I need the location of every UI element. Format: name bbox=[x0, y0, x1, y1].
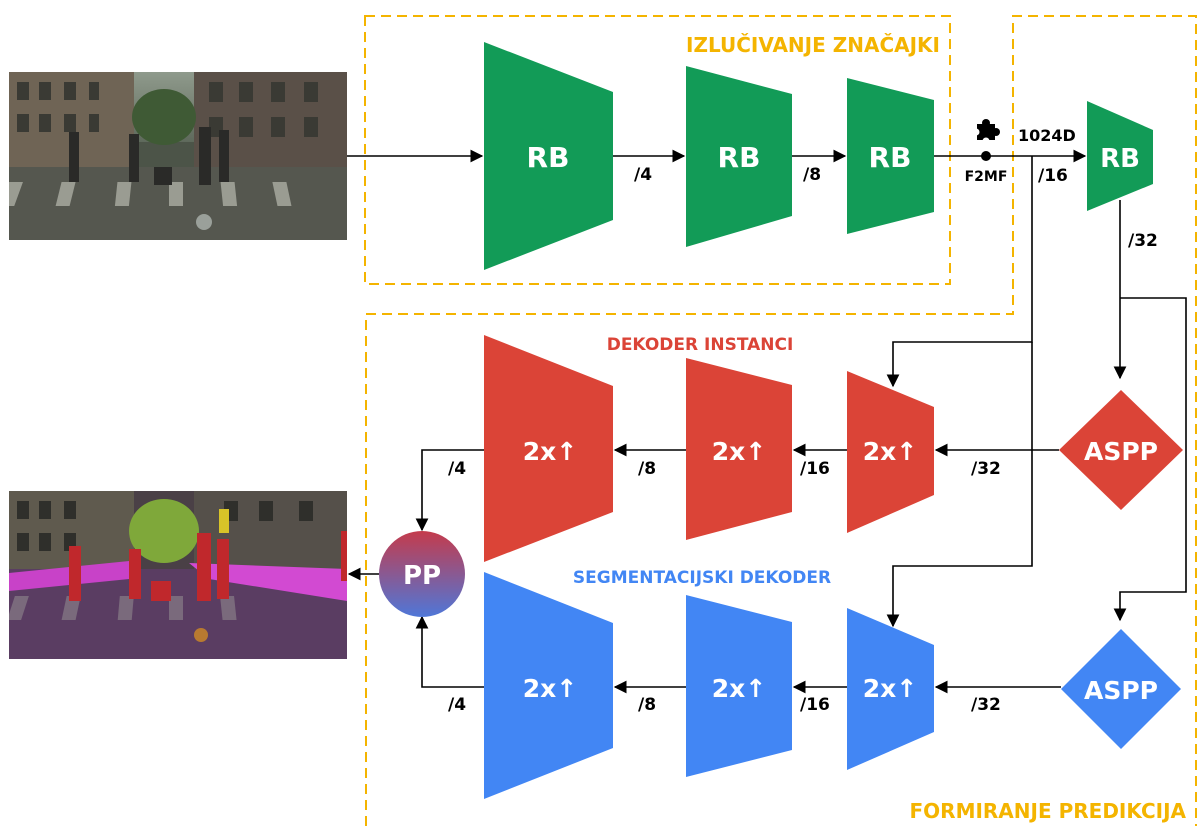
encoder-block-2-label: RB bbox=[718, 141, 761, 174]
inst-scale-8: /8 bbox=[638, 459, 656, 479]
semantic-upsample-3-label: 2x↑ bbox=[863, 674, 917, 703]
encoder-block-4: RB bbox=[1087, 101, 1153, 211]
sem-scale-32: /32 bbox=[971, 695, 1001, 715]
feature-dim-label: 1024D bbox=[1018, 126, 1076, 145]
instance-upsample-1-label: 2x↑ bbox=[523, 437, 577, 466]
semantic-upsample-1: 2x↑ bbox=[484, 572, 613, 799]
pp-label: PP bbox=[403, 561, 441, 591]
semantic-upsample-3: 2x↑ bbox=[847, 608, 934, 770]
semantic-upsample-2-label: 2x↑ bbox=[712, 674, 766, 703]
encoder-block-4-label: RB bbox=[1100, 144, 1140, 174]
sem-scale-4: /4 bbox=[448, 695, 466, 715]
sem-scale-16: /16 bbox=[800, 695, 830, 715]
instance-decoder-title: DEKODER INSTANCI bbox=[607, 335, 794, 355]
inst-scale-32: /32 bbox=[971, 459, 1001, 479]
encoder-block-3-label: RB bbox=[869, 141, 912, 174]
aspp-semantic: ASPP bbox=[1061, 629, 1181, 749]
instance-upsample-1: 2x↑ bbox=[484, 335, 613, 562]
encoder-block-1-label: RB bbox=[527, 141, 570, 174]
panoptic-output-image bbox=[9, 491, 347, 659]
semantic-decoder-title: SEGMENTACIJSKI DEKODER bbox=[573, 568, 831, 588]
puzzle-icon bbox=[972, 119, 1000, 145]
encoder-block-1: RB bbox=[484, 42, 613, 270]
inst-scale-16: /16 bbox=[800, 459, 830, 479]
f2mf-label: F2MF bbox=[965, 169, 1008, 185]
scale-label-enc-16: /16 bbox=[1038, 166, 1068, 186]
aspp-instance-label: ASPP bbox=[1084, 437, 1158, 466]
prediction-title: FORMIRANJE PREDIKCIJA bbox=[910, 799, 1187, 823]
instance-upsample-3: 2x↑ bbox=[847, 371, 934, 533]
instance-upsample-3-label: 2x↑ bbox=[863, 437, 917, 466]
encoder-block-3: RB bbox=[847, 78, 934, 234]
inst-scale-4: /4 bbox=[448, 459, 466, 479]
semantic-upsample-1-label: 2x↑ bbox=[523, 674, 577, 703]
scale-label-enc-4: /4 bbox=[634, 165, 652, 185]
scale-label-enc-8: /8 bbox=[803, 165, 821, 185]
scale-label-enc-32: /32 bbox=[1128, 231, 1158, 251]
semantic-upsample-2: 2x↑ bbox=[686, 595, 792, 777]
instance-upsample-2: 2x↑ bbox=[686, 358, 792, 540]
sem-scale-8: /8 bbox=[638, 695, 656, 715]
feature-extraction-title: IZLUČIVANJE ZNAČAJKI bbox=[686, 33, 940, 57]
instance-upsample-2-label: 2x↑ bbox=[712, 437, 766, 466]
encoder-block-2: RB bbox=[686, 66, 792, 247]
f2mf-node bbox=[981, 151, 991, 161]
aspp-instance: ASPP bbox=[1059, 390, 1183, 510]
feature-extraction-frame bbox=[364, 15, 951, 285]
input-street-image bbox=[9, 72, 347, 240]
pp-fusion-node: PP bbox=[379, 531, 465, 617]
aspp-semantic-label: ASPP bbox=[1084, 676, 1158, 705]
